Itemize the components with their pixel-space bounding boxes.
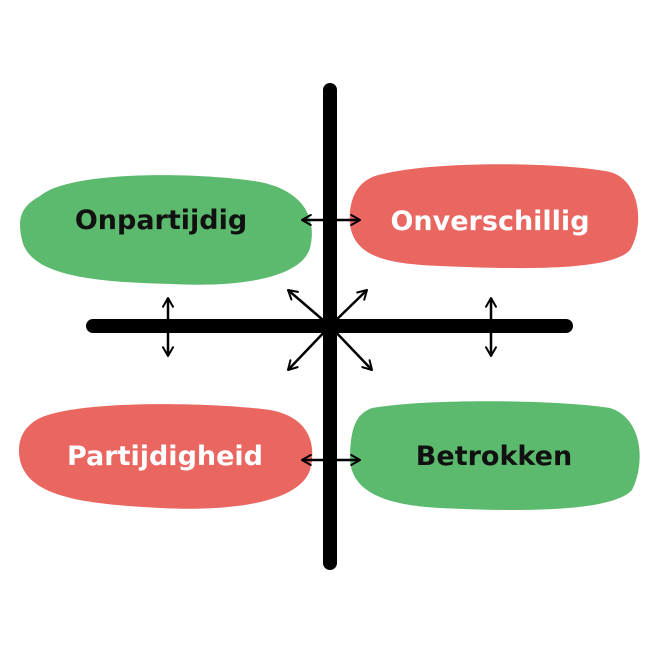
arrow-diagonal-down-right [329, 325, 373, 371]
label-onpartijdig: Onpartijdig [75, 205, 247, 236]
arrow-diagonal-down-left [287, 325, 331, 371]
arrow-diagonal-up-right [329, 289, 368, 327]
label-partijdigheid: Partijdigheid [67, 441, 263, 472]
arrow-diagonal-up-left [287, 289, 331, 327]
label-onverschillig: Onverschillig [390, 206, 589, 237]
blob-bottom-left [18, 404, 313, 509]
blob-top-right [349, 164, 639, 269]
label-betrokken: Betrokken [416, 441, 572, 472]
blob-bottom-right [350, 401, 640, 511]
blob-top-left [20, 175, 312, 285]
